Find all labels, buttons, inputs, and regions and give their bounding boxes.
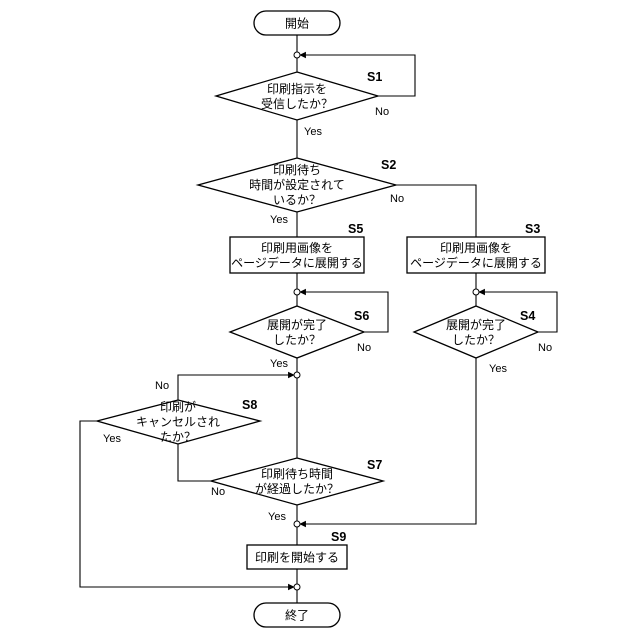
end-label: 終了 — [285, 608, 309, 623]
connector-s4-yes — [300, 358, 476, 524]
s6-yes-label: Yes — [270, 358, 288, 370]
decision-s6: 展開が完了 したか？ — [230, 306, 364, 358]
process-s5-line: 印刷用画像を — [261, 241, 333, 255]
decision-s6-line: したか？ — [273, 333, 321, 347]
end-terminal: 終了 — [254, 603, 340, 627]
step-label-s4: S4 — [520, 309, 535, 323]
decision-s1: 印刷指示を 受信したか？ — [216, 72, 378, 120]
junction-dot — [473, 289, 479, 295]
step-label-s9: S9 — [331, 530, 346, 544]
junction-dot — [294, 372, 300, 378]
connector-s7-no — [178, 444, 232, 481]
decision-s1-line: 印刷指示を — [267, 81, 327, 96]
decision-s2-line: いるか？ — [273, 193, 321, 207]
start-terminal: 開始 — [254, 11, 340, 35]
decision-s6-line: 展開が完了 — [267, 317, 327, 332]
decision-s7-line: が経過したか？ — [255, 481, 339, 496]
s8-no-label: No — [155, 380, 169, 392]
process-s3: 印刷用画像を ページデータに展開する — [407, 237, 545, 273]
decision-s7: 印刷待ち時間 が経過したか？ — [211, 458, 383, 505]
process-s5-line: ページデータに展開する — [231, 255, 363, 270]
decision-s2: 印刷待ち 時間が設定されて いるか？ — [198, 158, 396, 212]
process-s9: 印刷を開始する — [247, 545, 347, 569]
s6-no-label: No — [357, 342, 371, 354]
decision-s7-line: 印刷待ち時間 — [261, 467, 333, 481]
junction-dot — [294, 52, 300, 58]
s7-no-label: No — [211, 486, 225, 498]
junction-dot — [294, 289, 300, 295]
s1-no-label: No — [375, 106, 389, 118]
s2-yes-label: Yes — [270, 214, 288, 226]
s8-yes-label: Yes — [103, 433, 121, 445]
step-label-s7: S7 — [367, 458, 382, 472]
process-s5: 印刷用画像を ページデータに展開する — [230, 237, 364, 273]
loop-s8-no-up — [178, 375, 294, 400]
s1-yes-label: Yes — [304, 126, 322, 138]
s2-no-label: No — [390, 193, 404, 205]
decision-s2-line: 印刷待ち — [273, 163, 321, 177]
step-label-s8: S8 — [242, 398, 257, 412]
decision-s8: 印刷が キャンセルされ たか？ — [97, 399, 260, 444]
decision-s4-line: 展開が完了 — [446, 317, 506, 332]
step-label-s3: S3 — [525, 222, 540, 236]
s4-yes-label: Yes — [489, 363, 507, 375]
step-label-s1: S1 — [367, 70, 382, 84]
decision-s2-line: 時間が設定されて — [249, 177, 345, 192]
s7-yes-label: Yes — [268, 511, 286, 523]
step-label-s2: S2 — [381, 158, 396, 172]
junction-dot — [294, 584, 300, 590]
connector-s2-no — [396, 185, 476, 237]
s4-no-label: No — [538, 342, 552, 354]
start-label: 開始 — [285, 17, 309, 31]
decision-s8-line: 印刷が — [160, 399, 196, 414]
step-label-s6: S6 — [354, 309, 369, 323]
decision-s4-line: したか？ — [452, 333, 500, 347]
process-s9-line: 印刷を開始する — [255, 551, 339, 565]
process-s3-line: ページデータに展開する — [410, 255, 542, 270]
junction-dot — [294, 521, 300, 527]
decision-s8-line: たか？ — [160, 430, 196, 444]
process-s3-line: 印刷用画像を — [440, 241, 512, 255]
decision-s1-line: 受信したか？ — [261, 97, 333, 111]
step-label-s5: S5 — [348, 222, 363, 236]
decision-s8-line: キャンセルされ — [136, 415, 220, 429]
